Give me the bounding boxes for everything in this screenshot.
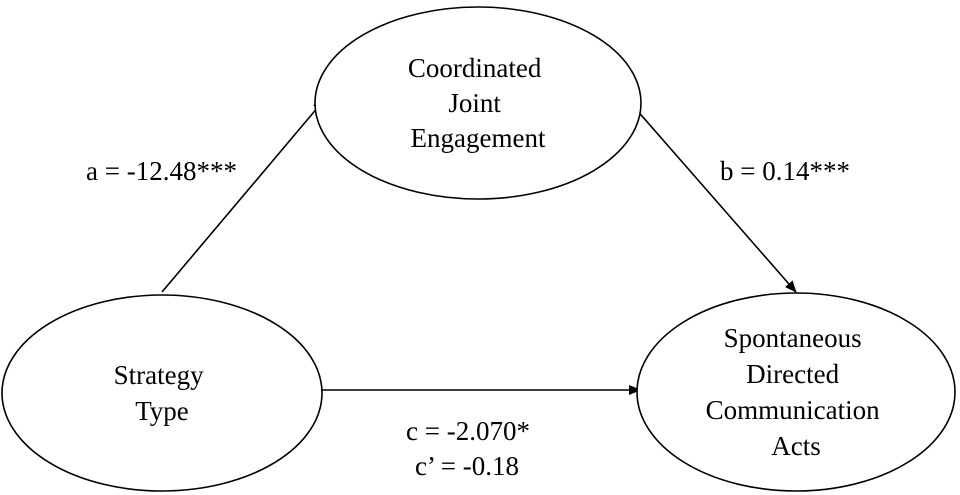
predictor-node: Strategy Type bbox=[1, 294, 323, 492]
outcome-label-line-1: Spontaneous bbox=[724, 323, 862, 353]
path-b-label: b = 0.14*** bbox=[720, 156, 850, 186]
mediator-label: Coordinated Joint Engagement bbox=[408, 53, 548, 153]
mediator-label-line-3: Engagement bbox=[411, 123, 546, 153]
predictor-label: Strategy Type bbox=[114, 360, 211, 426]
outcome-ellipse bbox=[636, 292, 956, 492]
outcome-label-line-2: Directed bbox=[746, 359, 839, 389]
path-c-label: c = -2.070* bbox=[406, 416, 530, 446]
path-c-prime-label: c’ = -0.18 bbox=[415, 451, 519, 481]
mediator-node: Coordinated Joint Engagement bbox=[314, 6, 642, 200]
predictor-label-line-1: Strategy bbox=[114, 360, 204, 390]
mediator-label-line-2: Joint bbox=[448, 88, 501, 118]
predictor-label-line-2: Type bbox=[135, 396, 189, 426]
path-a-label: a = -12.48*** bbox=[86, 156, 237, 186]
outcome-node: Spontaneous Directed Communication Acts bbox=[636, 292, 956, 492]
mediator-ellipse bbox=[314, 6, 642, 200]
predictor-ellipse bbox=[1, 294, 323, 492]
outcome-label-line-3: Communication bbox=[706, 395, 880, 425]
mediator-label-line-1: Coordinated bbox=[408, 53, 542, 83]
outcome-label-line-4: Acts bbox=[771, 431, 821, 461]
path-b-arrow bbox=[627, 99, 797, 293]
path-a-arrow bbox=[161, 99, 325, 293]
outcome-label: Spontaneous Directed Communication Acts bbox=[706, 323, 887, 461]
